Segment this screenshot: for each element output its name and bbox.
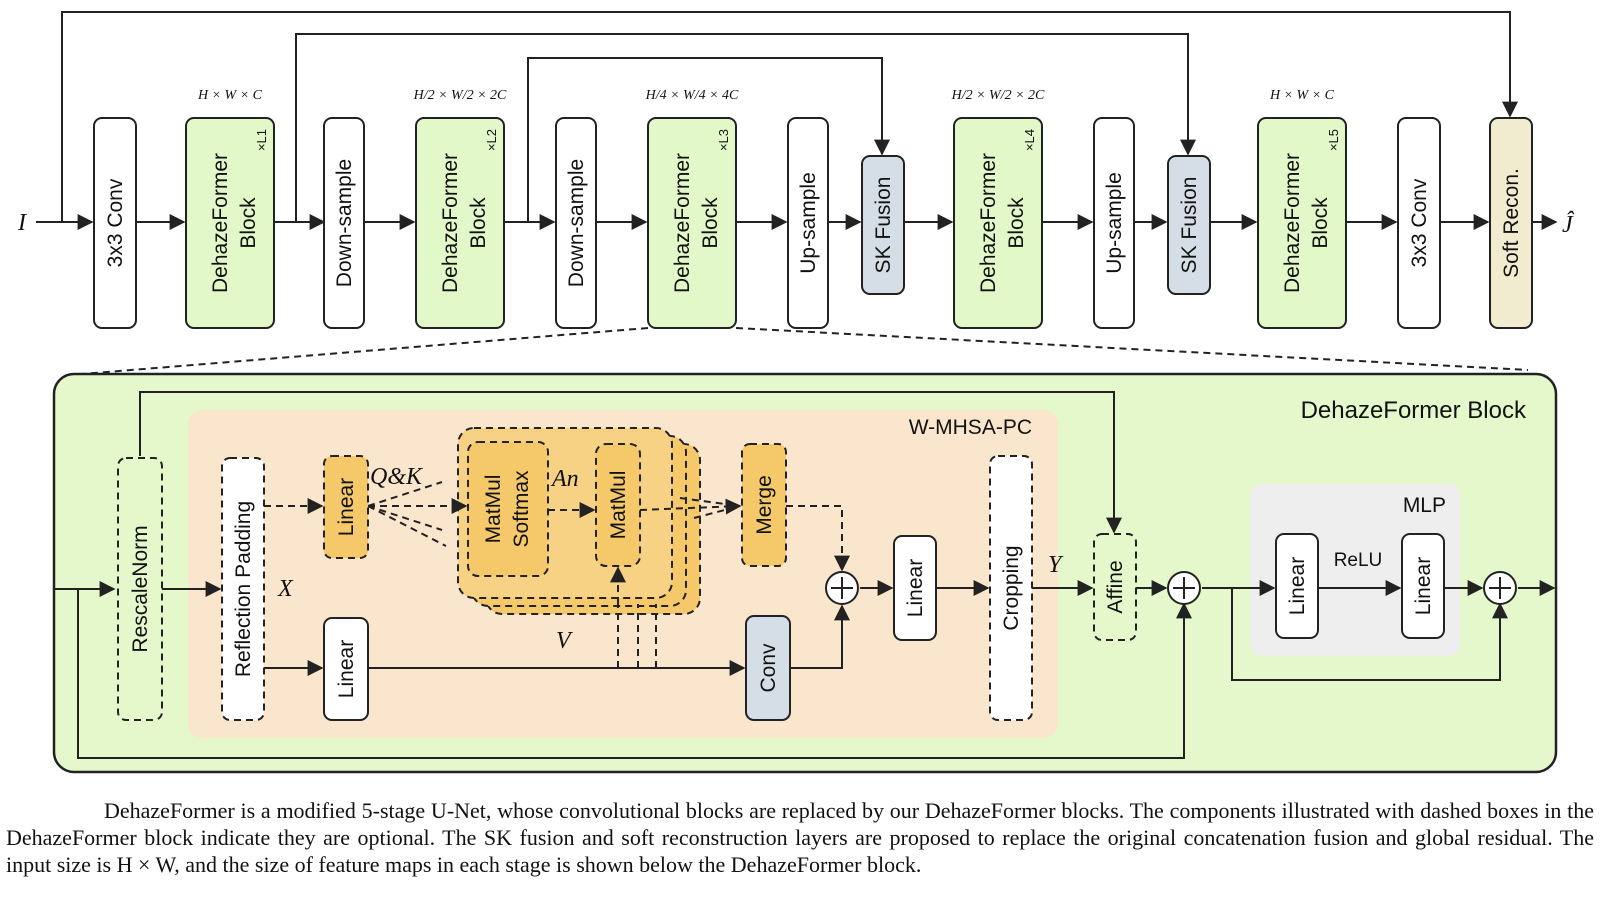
symbol-v: V — [556, 628, 573, 654]
svg-text:Block: Block — [1005, 197, 1028, 249]
symbol-y: Y — [1048, 552, 1064, 578]
detail-title: DehazeFormer Block — [1301, 397, 1527, 424]
add-node-attention — [825, 571, 859, 605]
svg-text:Softmax: Softmax — [510, 470, 533, 548]
svg-text:MatMul: MatMul — [607, 471, 630, 540]
symbol-qk: Q&K — [370, 464, 424, 490]
sk-fusion-block-2: SK Fusion — [1167, 155, 1211, 295]
output-symbol: Ĵ — [1562, 211, 1575, 238]
dim-stage-4: H/2 × W/2 × 2C — [951, 88, 1045, 103]
linear-qk-block: Linear — [323, 455, 369, 559]
mlp-linear-1-block: Linear — [1275, 533, 1319, 639]
dim-stage-3: H/4 × W/4 × 4C — [645, 88, 739, 103]
repeat-l4: ×L4 — [1022, 129, 1037, 151]
dehazeformer-block-4: DehazeFormer Block ×L4 — [953, 117, 1043, 329]
attention-title: W-MHSA-PC — [909, 416, 1032, 439]
svg-text:Block: Block — [1309, 197, 1332, 249]
svg-text:DehazeFormer: DehazeFormer — [209, 153, 232, 293]
svg-text:RescaleNorm: RescaleNorm — [129, 525, 152, 652]
svg-text:DehazeFormer: DehazeFormer — [1281, 153, 1304, 293]
repeat-l5: ×L5 — [1326, 129, 1341, 151]
svg-text:Linear: Linear — [1412, 557, 1435, 615]
dehazeformer-block-5: DehazeFormer Block ×L5 — [1257, 117, 1347, 329]
soft-reconstruction-block: Soft Recon. — [1489, 117, 1533, 329]
affine-block: Affine — [1093, 533, 1137, 641]
svg-text:Block: Block — [467, 197, 490, 249]
dehazeformer-architecture-diagram: I Ĵ 3x3 Conv DehazeFormer Block ×L1 H × … — [17, 11, 1575, 774]
svg-text:SK Fusion: SK Fusion — [1178, 177, 1201, 274]
dim-stage-5: H × W × C — [1269, 88, 1335, 103]
reflection-padding-block: Reflection Padding — [221, 457, 265, 721]
svg-text:Linear: Linear — [335, 478, 358, 536]
add-node-mlp — [1483, 571, 1517, 605]
svg-text:Conv: Conv — [757, 643, 780, 693]
mlp-linear-2-block: Linear — [1401, 533, 1445, 639]
svg-text:Block: Block — [699, 197, 722, 249]
zoom-lines — [81, 327, 1529, 375]
dehazeformer-block-1: DehazeFormer Block ×L1 — [185, 117, 275, 329]
downsample-block-1: Down-sample — [323, 117, 365, 329]
svg-text:Reflection Padding: Reflection Padding — [232, 501, 255, 677]
svg-text:3x3 Conv: 3x3 Conv — [1408, 178, 1431, 267]
svg-text:DehazeFormer: DehazeFormer — [439, 153, 462, 293]
svg-text:Soft Recon.: Soft Recon. — [1500, 168, 1523, 278]
svg-text:Up-sample: Up-sample — [1103, 172, 1126, 274]
svg-text:Cropping: Cropping — [1000, 545, 1023, 630]
merge-block: Merge — [741, 443, 787, 567]
cropping-block: Cropping — [989, 455, 1033, 721]
repeat-l1: ×L1 — [254, 129, 269, 151]
downsample-block-2: Down-sample — [555, 117, 597, 329]
svg-text:Linear: Linear — [1286, 557, 1309, 615]
svg-text:DehazeFormer: DehazeFormer — [977, 153, 1000, 293]
rescale-norm-block: RescaleNorm — [117, 457, 163, 721]
conv-detail-block: Conv — [745, 615, 791, 721]
matmul-softmax-block: MatMul Softmax — [467, 441, 549, 577]
linear-proj-block: Linear — [893, 535, 937, 641]
repeat-l3: ×L3 — [716, 129, 731, 151]
svg-text:Down-sample: Down-sample — [333, 159, 356, 287]
svg-text:Merge: Merge — [753, 475, 776, 535]
svg-text:3x3 Conv: 3x3 Conv — [104, 178, 127, 267]
conv-block-2: 3x3 Conv — [1397, 117, 1441, 329]
add-node-residual — [1167, 571, 1201, 605]
svg-text:SK Fusion: SK Fusion — [872, 177, 895, 274]
repeat-l2: ×L2 — [484, 129, 499, 151]
skip-connections — [61, 11, 1518, 222]
svg-text:Linear: Linear — [904, 559, 927, 617]
detail-connections — [54, 391, 1556, 759]
relu-label: ReLU — [1334, 550, 1383, 571]
matmul-block: MatMul — [595, 443, 641, 567]
sk-fusion-block-1: SK Fusion — [861, 155, 905, 295]
linear-v-block: Linear — [323, 617, 369, 721]
dehazeformer-block-2: DehazeFormer Block ×L2 — [415, 117, 505, 329]
svg-text:Block: Block — [237, 197, 260, 249]
dim-stage-1: H × W × C — [197, 88, 263, 103]
svg-text:Down-sample: Down-sample — [565, 159, 588, 287]
svg-text:Linear: Linear — [335, 640, 358, 698]
svg-text:DehazeFormer: DehazeFormer — [671, 153, 694, 293]
conv-block-1: 3x3 Conv — [93, 117, 137, 329]
figure-caption: DehazeFormer is a modified 5-stage U-Net… — [6, 798, 1594, 877]
upsample-block-2: Up-sample — [1093, 117, 1135, 329]
dim-stage-2: H/2 × W/2 × 2C — [413, 88, 507, 103]
svg-text:Up-sample: Up-sample — [797, 172, 820, 274]
symbol-an: An — [550, 466, 579, 492]
dehazeformer-block-3: DehazeFormer Block ×L3 — [647, 117, 737, 329]
svg-text:MatMul: MatMul — [482, 475, 505, 544]
upsample-block-1: Up-sample — [787, 117, 829, 329]
svg-text:Affine: Affine — [1104, 560, 1127, 613]
mlp-title: MLP — [1403, 494, 1446, 517]
input-symbol: I — [17, 210, 27, 236]
symbol-x: X — [277, 576, 294, 602]
